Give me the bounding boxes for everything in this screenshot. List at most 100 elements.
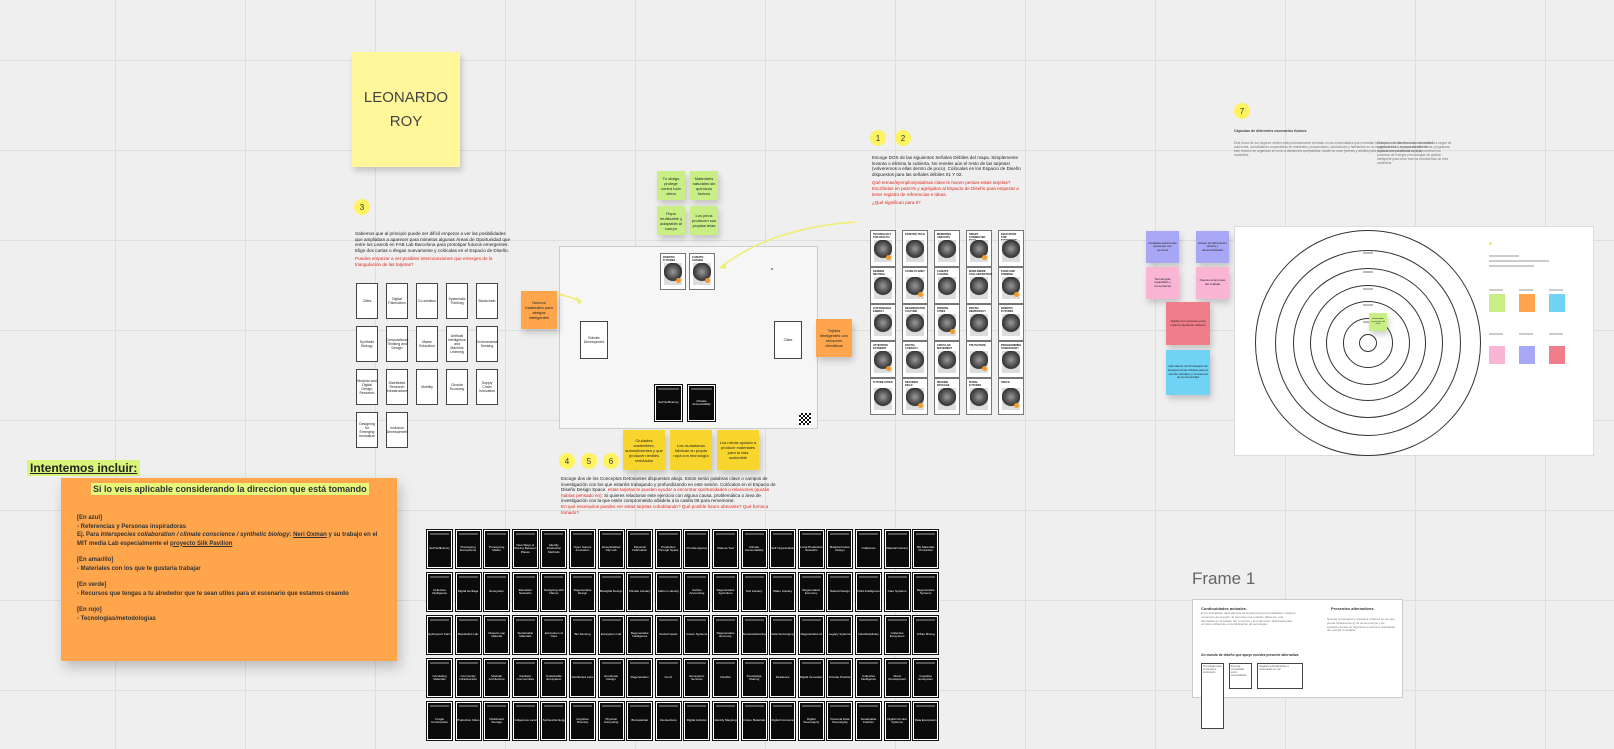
signal-card[interactable]: LIVING PLANET — [902, 267, 928, 304]
signal-card[interactable]: TECHNOLOGY FOR HEALTH — [870, 230, 896, 267]
concept-card[interactable]: Regenerative Economy — [797, 572, 825, 612]
concept-card[interactable]: Digital Sovereignty — [797, 701, 825, 741]
concept-card[interactable]: Biomanufacturing — [740, 615, 768, 655]
concept-card[interactable]: Identity Mapping — [712, 701, 739, 741]
concept-card[interactable]: Bioplastics Lab — [454, 615, 482, 655]
signal-card[interactable]: DIVERSE CITIES — [934, 304, 960, 341]
concept-card[interactable]: Ecosystem Services — [683, 658, 711, 698]
concept-card[interactable]: Hydroponic Farm — [426, 615, 453, 655]
frame-box[interactable]: Energía compartida entre comunidades — [1229, 663, 1252, 689]
concept-card[interactable]: Intersections — [654, 701, 682, 741]
signal-card[interactable]: GENDER NEUTRAL — [870, 267, 896, 304]
signal-card[interactable]: MEMORIES AND DATA — [934, 230, 960, 267]
blue-note[interactable]: Ciudades autónomas gestionan sus recurso… — [1146, 231, 1179, 263]
signal-card[interactable]: RURAL FUTURES — [966, 378, 992, 415]
concept-card[interactable]: Indigenous Land — [511, 701, 539, 741]
concept-card[interactable]: Bio Materials Production — [912, 529, 940, 569]
signal-card[interactable]: POSITIVE TECH — [902, 230, 928, 267]
signal-card[interactable]: CLIMATE CHANGE — [934, 267, 960, 304]
concept-card[interactable]: Material Future Design — [826, 529, 854, 569]
concept-card[interactable]: Soil Literacy — [740, 572, 768, 612]
yellow-note[interactable]: Los robots ayudan a producir materiales … — [717, 430, 759, 470]
concept-card[interactable]: Collective Intelligence — [426, 572, 453, 612]
concept-card[interactable]: Flexible — [712, 658, 739, 698]
concept-card[interactable]: Cognitive Ecosystem — [912, 658, 940, 698]
area-card[interactable]: Distributed Research Infrastructure — [386, 369, 408, 405]
area-card[interactable]: Synthetic Biology — [356, 326, 378, 362]
concept-card[interactable]: Resilience — [769, 658, 797, 698]
concept-card[interactable]: Knowledge Sharing — [740, 658, 768, 698]
concept-card[interactable]: Prototyping Matter — [483, 529, 511, 569]
area-card[interactable]: Blockchain — [476, 283, 498, 319]
concept-card[interactable]: Regenerative Economy — [712, 615, 739, 655]
signal-card[interactable]: IMAGINE PASSAGE — [934, 378, 960, 415]
concept-card[interactable]: Digital Innovation — [797, 658, 825, 698]
concept-card[interactable]: New Ways of Moving Between Places — [511, 529, 539, 569]
area-card[interactable]: Cities — [356, 283, 378, 319]
concept-card[interactable]: Green Systems — [683, 615, 711, 655]
concept-card[interactable]: Regenerative Agriculture — [712, 572, 739, 612]
concept-card[interactable]: Ecosystem of Care — [540, 615, 568, 655]
area-card[interactable]: Inclusion Development — [386, 412, 408, 448]
concept-card[interactable]: Care Systems — [883, 572, 911, 612]
concept-card[interactable]: Biomaterials — [626, 701, 654, 741]
concept-card[interactable]: Collective Ecosystem — [883, 615, 911, 655]
green-note[interactable]: Materiales naturales sin químicos tóxico… — [690, 171, 718, 200]
concept-card[interactable]: Sustainable Fashion — [855, 701, 882, 741]
concept-card[interactable]: Self Organization — [769, 529, 797, 569]
concept-card[interactable]: Sustainable Ecosystem — [540, 658, 568, 698]
area-card[interactable]: Designing for Emerging Innovation — [356, 412, 378, 448]
concept-card[interactable]: Physical Computing — [597, 701, 625, 741]
signal-card[interactable]: WORLDWIDE COLLABORATION — [966, 267, 992, 304]
signal-card[interactable]: TRUTH PERIL — [966, 341, 992, 378]
frame-box[interactable]: Tecnología para el consumo consciente — [1201, 663, 1224, 729]
concept-card[interactable]: Frugal Construction — [426, 701, 453, 741]
area-card[interactable]: Modular and Digital Design Research — [356, 369, 378, 405]
signal-card[interactable]: PROGRAMMING HUMAN BODY — [998, 341, 1024, 378]
concept-card[interactable]: Co-AI — [654, 658, 682, 698]
concept-card[interactable]: Regenerative AI — [797, 615, 825, 655]
cyan-note[interactable]: Laboratorio de Prototipado de Energía Ve… — [1166, 350, 1210, 395]
concept-card[interactable]: Productive Cities — [454, 701, 482, 741]
concept-card[interactable]: Legacy Systems — [826, 615, 854, 655]
area-card[interactable]: Circular Economy — [446, 369, 468, 405]
concept-card[interactable]: Data Ecosystem — [912, 701, 940, 741]
signal-card[interactable]: REGENERATIVE CULTURE — [902, 304, 928, 341]
concept-card[interactable]: Sustainable Materials — [511, 615, 539, 655]
area-card[interactable]: Mobility — [416, 369, 438, 405]
green-note[interactable]: Los pinos producen sus propias telas — [690, 206, 718, 235]
area-card[interactable]: Maker Education — [416, 326, 438, 362]
concept-card[interactable]: Carbon Literacy — [654, 572, 682, 612]
concept-card[interactable]: Regenerative Design — [569, 572, 596, 612]
area-card[interactable]: Systematic Thinking — [446, 283, 468, 319]
concept-card[interactable]: Digital Activism — [683, 701, 711, 741]
concept-card[interactable]: Production Through Space — [654, 529, 682, 569]
concept-card[interactable]: Material Literacy — [883, 529, 911, 569]
green-note[interactable]: Tu abrigo protege contra todo clima — [657, 171, 685, 200]
concept-card[interactable]: Designing with Nature — [540, 572, 568, 612]
concept-card[interactable]: Rural Development — [883, 658, 911, 698]
pink-note[interactable]: Nuevas economías del cuidado — [1196, 267, 1229, 299]
concept-card[interactable]: Closed Loop Material — [483, 615, 511, 655]
area-card[interactable]: Supply Chain Innovation — [476, 369, 498, 405]
concept-card[interactable]: Circular Practice — [826, 658, 854, 698]
orange-note[interactable]: Tejidos inteligentes con sensores climát… — [816, 319, 852, 357]
concept-card[interactable]: Regenerative Intelligence — [626, 615, 654, 655]
area-card[interactable]: Co-creation — [416, 283, 438, 319]
concept-card[interactable]: Digital Circular Systems — [883, 701, 911, 741]
concept-card[interactable]: Data as Tool — [712, 529, 739, 569]
concept-card[interactable]: Social Impact — [654, 615, 682, 655]
orange-note[interactable]: Nuevos materiales para abrigos inteligen… — [521, 291, 557, 329]
concept-card[interactable]: Regeneration — [626, 658, 654, 698]
concept-card[interactable]: Emotional Design — [597, 658, 625, 698]
concept-card[interactable]: Distributed Labs — [569, 658, 596, 698]
signal-card[interactable]: ATTENTION ECONOMY — [870, 341, 896, 378]
signal-card[interactable]: SUSTAINABLE ENERGY — [870, 304, 896, 341]
name-sticky-note[interactable]: LEONARDO ROY — [352, 52, 460, 167]
red-note[interactable]: Tejidos con sensores para medir la huell… — [1166, 302, 1210, 345]
concept-card[interactable]: Education Networks — [511, 572, 539, 612]
concept-card[interactable]: Identity Production Methods — [540, 529, 568, 569]
concept-card[interactable]: Future Materials — [740, 701, 768, 741]
concept-card[interactable]: Personal Fabrication — [626, 529, 654, 569]
concept-card[interactable]: Provide Agency — [683, 529, 711, 569]
